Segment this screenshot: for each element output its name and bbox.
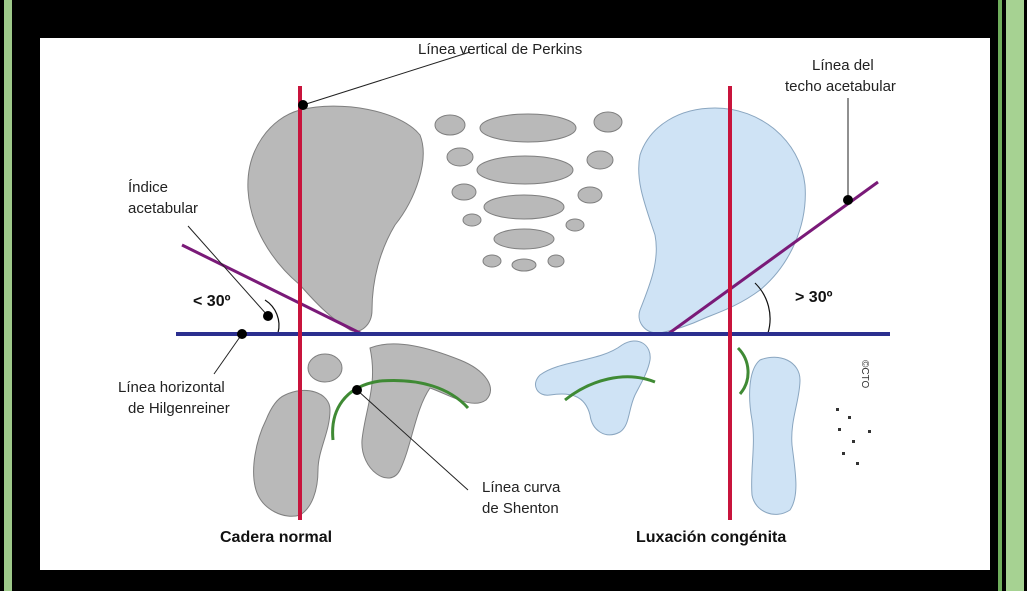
left-femur-group xyxy=(254,344,491,516)
label-angle-right: > 30º xyxy=(795,289,833,306)
label-techo-line1: Línea del xyxy=(812,57,874,74)
label-indice-line1: Índice xyxy=(128,179,168,196)
label-angle-left: < 30º xyxy=(193,293,231,310)
caption-congenital-dislocation: Luxación congénita xyxy=(636,529,786,546)
sacrum xyxy=(435,112,622,271)
label-hilgenreiner-line2: de Hilgenreiner xyxy=(128,400,230,417)
left-ilium xyxy=(248,106,423,331)
right-ilium xyxy=(639,108,806,333)
copyright-mark: ©CTO xyxy=(859,360,870,389)
label-perkins: Línea vertical de Perkins xyxy=(418,41,582,58)
label-shenton-line2: de Shenton xyxy=(482,500,559,517)
label-techo-line2: techo acetabular xyxy=(785,78,896,95)
scale-marks xyxy=(836,408,871,465)
shenton-curve-right-acetabulum xyxy=(738,348,748,394)
caption-normal-hip: Cadera normal xyxy=(220,529,332,546)
label-shenton-line1: Línea curva xyxy=(482,479,561,496)
label-indice-line2: acetabular xyxy=(128,200,198,217)
right-femur-group xyxy=(535,341,800,514)
label-hilgenreiner-line1: Línea horizontal xyxy=(118,379,225,396)
